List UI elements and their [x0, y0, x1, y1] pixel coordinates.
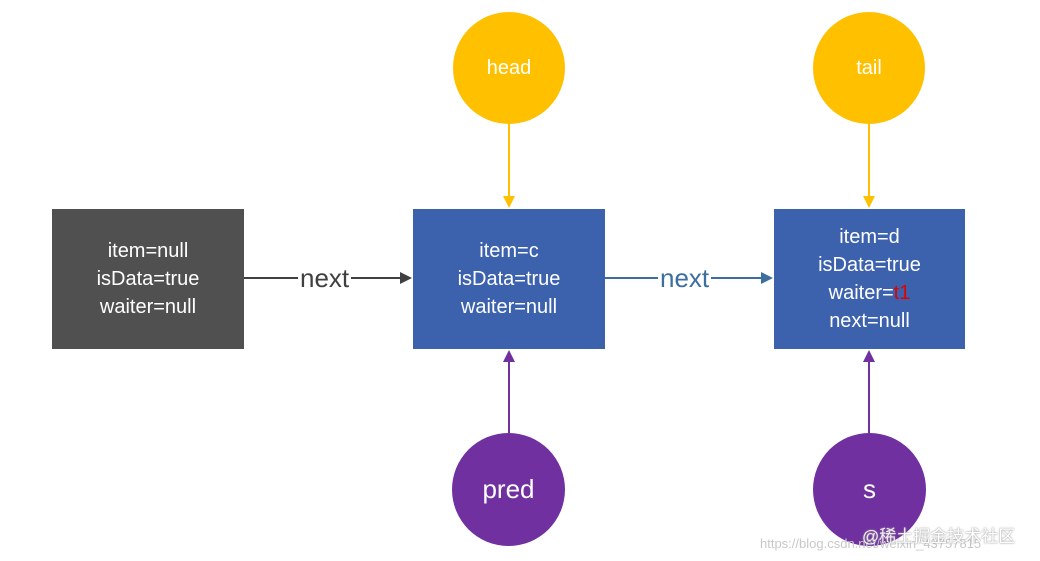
node3-next-field: next=null [829, 310, 910, 332]
node2-isdata-field: isData=true [457, 268, 561, 290]
watermark-brand: @稀土掘金技术社区 [862, 527, 1016, 546]
list-node-1: item=null isData=true waiter=null [52, 209, 244, 349]
node3-item-field: item=d [839, 226, 900, 248]
node3-isdata-field: isData=true [818, 254, 921, 276]
list-node-3: item=d isData=true waiter=t1 next=null [774, 209, 965, 349]
edge-label-next-1: next [298, 263, 352, 293]
node1-item-field: item=null [107, 240, 189, 262]
watermark-url: https://blog.csdn.net/weixin_43757815 [760, 536, 982, 551]
edge-label-next-2: next [658, 263, 712, 293]
tail-pointer: tail [813, 12, 925, 124]
node2-waiter-field: waiter=null [460, 296, 558, 318]
s-pointer: s [813, 433, 926, 546]
pred-pointer: pred [452, 433, 565, 546]
node1-waiter-field: waiter=null [99, 296, 197, 318]
node3-waiter-value: t1 [893, 282, 911, 304]
list-node-2: item=c isData=true waiter=null [413, 209, 605, 349]
node1-isdata-field: isData=true [96, 268, 200, 290]
node2-item-field: item=c [479, 240, 539, 262]
node3-waiter-prefix: waiter= [828, 282, 894, 304]
node3-waiter-field: waiter=t1 [829, 279, 911, 307]
head-pointer: head [453, 12, 565, 124]
